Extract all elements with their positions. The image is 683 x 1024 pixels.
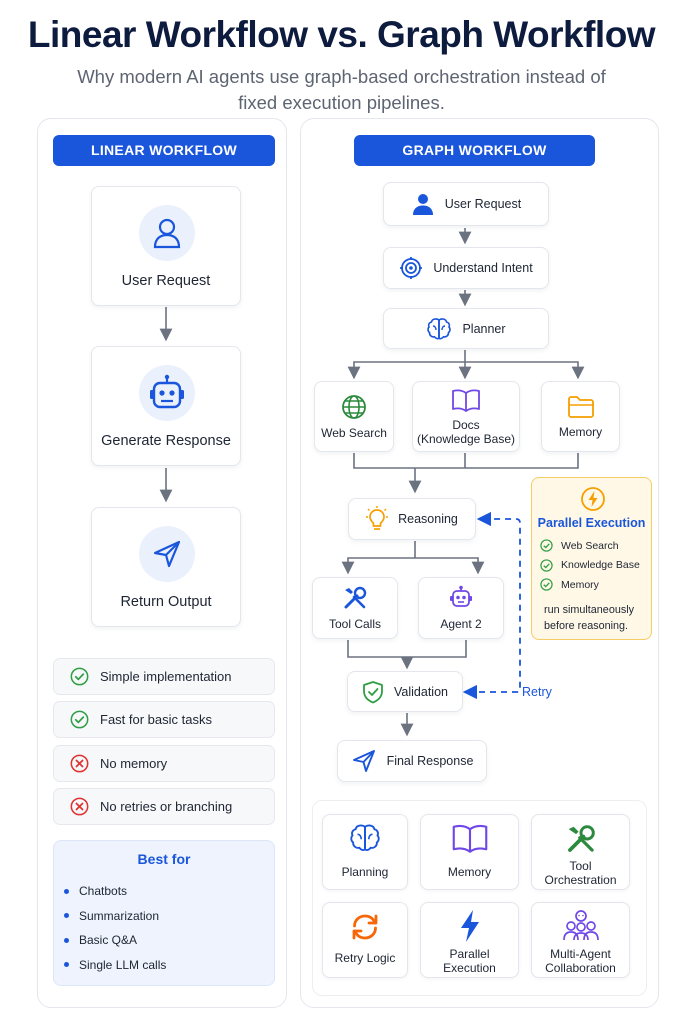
pro-item: Simple implementation [53, 658, 275, 695]
brain-icon [426, 317, 452, 341]
best-for-heading: Best for [137, 851, 191, 867]
parallel-item: Memory [540, 575, 640, 595]
graph-node-understand-intent: Understand Intent [383, 247, 549, 289]
check-circle-icon [540, 539, 553, 552]
graph-node-validation: Validation [347, 671, 463, 712]
shield-check-icon [362, 680, 384, 704]
lightbulb-icon [366, 506, 389, 532]
best-for-item: Summarization [64, 904, 166, 929]
robot-icon [448, 585, 474, 611]
brain-icon [323, 823, 407, 853]
x-circle-icon [70, 754, 89, 773]
capability-multi-agent: Multi-Agent Collaboration [531, 902, 630, 978]
parallel-item: Knowledge Base [540, 556, 640, 576]
check-circle-icon [540, 559, 553, 572]
con-label: No memory [100, 756, 168, 771]
target-icon [399, 256, 423, 280]
linear-step-generate-response: Generate Response [91, 346, 241, 466]
parallel-execution-callout: Parallel Execution Web Search Knowledge … [531, 477, 652, 640]
linear-workflow-header: LINEAR WORKFLOW [53, 135, 275, 166]
globe-icon [341, 394, 367, 420]
user-icon [139, 205, 195, 261]
send-icon [139, 526, 195, 582]
parallel-heading: Parallel Execution [537, 516, 646, 530]
refresh-icon [323, 911, 407, 943]
graph-node-memory: Memory [541, 381, 620, 452]
pro-label: Fast for basic tasks [100, 712, 212, 727]
linear-step-return-output: Return Output [91, 507, 241, 627]
tools-icon [342, 585, 368, 611]
best-for-box: Best for Chatbots Summarization Basic Q&… [53, 840, 275, 986]
graph-node-web-search: Web Search [314, 381, 394, 452]
capability-planning: Planning [322, 814, 408, 890]
book-icon [421, 823, 518, 853]
graph-node-planner: Planner [383, 308, 549, 349]
lightning-icon [581, 487, 605, 511]
best-for-item: Chatbots [64, 879, 166, 904]
pro-item: Fast for basic tasks [53, 701, 275, 738]
page-title: Linear Workflow vs. Graph Workflow [27, 14, 656, 55]
graph-node-agent2: Agent 2 [418, 577, 504, 639]
graph-node-tool-calls: Tool Calls [312, 577, 398, 639]
con-label: No retries or branching [100, 799, 233, 814]
send-icon [351, 748, 377, 774]
best-for-item: Basic Q&A [64, 928, 166, 953]
book-icon [451, 388, 481, 412]
graph-node-user-request: User Request [383, 182, 549, 226]
x-circle-icon [70, 797, 89, 816]
con-item: No memory [53, 745, 275, 782]
graph-workflow-header: GRAPH WORKFLOW [354, 135, 595, 166]
robot-icon [139, 365, 195, 421]
team-icon [532, 909, 629, 941]
capabilities-grid [312, 800, 647, 996]
con-item: No retries or branching [53, 788, 275, 825]
graph-node-final-response: Final Response [337, 740, 487, 782]
pro-label: Simple implementation [100, 669, 232, 684]
step-label: Generate Response [101, 433, 231, 449]
check-circle-icon [540, 578, 553, 591]
capability-parallel-execution: Parallel Execution [420, 902, 519, 978]
retry-label: Retry [522, 685, 552, 699]
capability-retry-logic: Retry Logic [322, 902, 408, 978]
parallel-item: Web Search [540, 536, 640, 556]
graph-node-docs: Docs (Knowledge Base) [412, 381, 520, 452]
linear-step-user-request: User Request [91, 186, 241, 306]
graph-node-reasoning: Reasoning [348, 498, 476, 540]
folder-icon [567, 395, 595, 419]
lightning-icon [421, 909, 518, 943]
check-circle-icon [70, 710, 89, 729]
capability-memory: Memory [420, 814, 519, 890]
user-icon [411, 192, 435, 216]
best-for-item: Single LLM calls [64, 953, 166, 978]
check-circle-icon [70, 667, 89, 686]
parallel-note: run simultaneously before reasoning. [544, 604, 635, 632]
capability-tool-orchestration: Tool Orchestration [531, 814, 630, 890]
page-subtitle: Why modern AI agents use graph-based orc… [77, 66, 606, 113]
tools-icon [532, 823, 629, 855]
step-label: Return Output [120, 594, 212, 610]
step-label: User Request [121, 273, 211, 289]
